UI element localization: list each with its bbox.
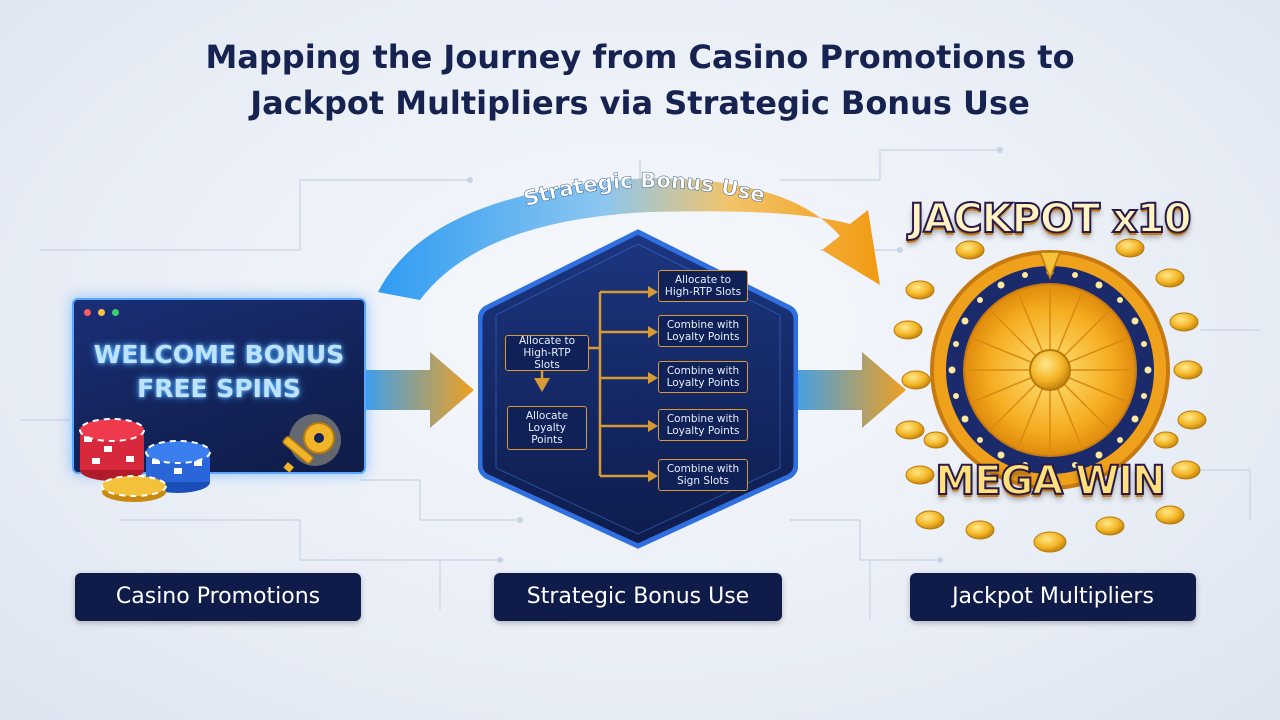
arrow-strategy-to-jackpot — [790, 352, 906, 428]
page-title: Mapping the Journey from Casino Promotio… — [0, 34, 1280, 126]
title-line-1: Mapping the Journey from Casino Promotio… — [205, 38, 1075, 76]
strategy-box-left-top: Allocate to High-RTP Slots — [505, 335, 589, 371]
strategy-box-right-3: Combine with Loyalty Points — [658, 361, 748, 393]
jackpot-multiplier-title: JACKPOT x10 — [908, 195, 1192, 243]
jackpot-wheel — [893, 238, 1207, 553]
strategy-box-right-5: Combine with Sign Slots — [658, 459, 748, 491]
arrow-promotions-to-strategy — [362, 352, 474, 428]
window-close-dot — [84, 309, 91, 316]
label-strategic-bonus-use: Strategic Bonus Use — [494, 573, 782, 621]
casino-chips-and-key — [79, 414, 341, 502]
strategy-box-right-1: Allocate to High-RTP Slots — [658, 270, 748, 302]
strategy-box-right-2: Combine with Loyalty Points — [658, 315, 748, 347]
strategy-box-left-bottom: Allocate Loyalty Points — [507, 406, 587, 450]
title-line-2: Jackpot Multipliers via Strategic Bonus … — [250, 84, 1030, 122]
free-spins-text: FREE SPINS — [137, 374, 301, 403]
mega-win-text: MEGA WIN — [934, 457, 1166, 505]
wheel-pointer-icon — [1038, 251, 1062, 281]
label-jackpot-multipliers: Jackpot Multipliers — [910, 573, 1196, 621]
gold-coins-icon — [893, 238, 1207, 553]
golden-key-icon — [282, 414, 341, 473]
gold-chip-icon — [101, 475, 167, 502]
window-maximize-dot — [112, 309, 119, 316]
window-minimize-dot — [98, 309, 105, 316]
arc-arrow-shape — [378, 178, 880, 300]
welcome-bonus-text: WELCOME BONUS — [93, 340, 345, 369]
label-casino-promotions: Casino Promotions — [75, 573, 361, 621]
red-chip-stack-icon — [79, 418, 145, 481]
strategy-hexagon — [478, 229, 798, 549]
strategy-box-right-4: Combine with Loyalty Points — [658, 409, 748, 441]
